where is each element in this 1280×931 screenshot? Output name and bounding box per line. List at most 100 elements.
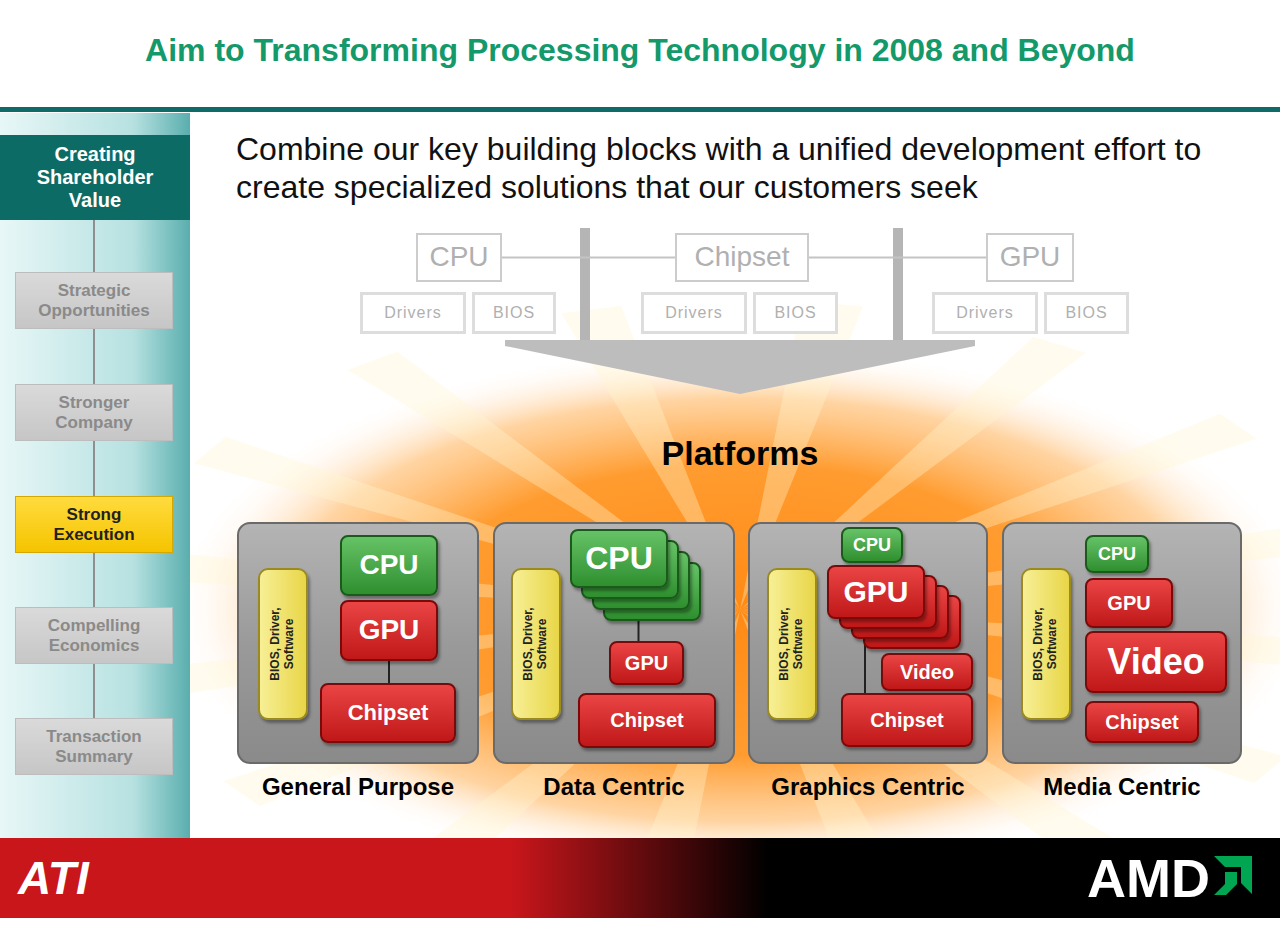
block-label: Stronger Company [24, 393, 164, 432]
chip-block: GPU [827, 565, 925, 619]
block-label: GPU [1000, 241, 1061, 273]
block-label: Strategic Opportunities [24, 281, 164, 320]
block-label: GPU [625, 652, 668, 675]
panel-frame [749, 523, 987, 763]
block-label: Chipset [870, 709, 943, 732]
block-label: BIOS [1065, 304, 1107, 322]
sidebar [0, 113, 190, 838]
connector-line [93, 220, 95, 272]
block-label: Video [1107, 641, 1204, 682]
block-label: BIOS, Driver, Software [1032, 590, 1060, 698]
nav-item: Transaction Summary [15, 718, 173, 775]
platform-panel: Data Centric BIOS, Driver, Software CPU GPU… [494, 523, 734, 808]
connector-line [809, 257, 986, 259]
building-block: GPU [986, 233, 1074, 282]
connector-line [502, 257, 675, 259]
building-block: CPU [416, 233, 502, 282]
block-label: CPU [853, 535, 891, 556]
software-block: Drivers [932, 292, 1038, 334]
amd-logo: AMD [1040, 850, 1210, 906]
footer-band [0, 838, 1280, 918]
block-label: CPU [429, 241, 488, 273]
block-label: GPU [843, 575, 908, 610]
chip-block: Chipset [320, 683, 456, 743]
block-label: BIOS, Driver, Software [269, 590, 297, 698]
cpu-chip: CPU [841, 527, 903, 563]
chip-block: Video [881, 653, 973, 691]
block-label: Transaction Summary [24, 727, 164, 766]
block-label: Chipset [1105, 711, 1178, 734]
cpu-chip: CPU [570, 529, 668, 588]
software-block: Drivers [360, 292, 466, 334]
nav-item-active: Strong Execution [15, 496, 173, 553]
software-pill: BIOS, Driver, Software [258, 568, 308, 720]
block-label: Compelling Economics [24, 616, 164, 655]
chip-block: GPU [340, 600, 438, 661]
block-label: CPU [359, 549, 418, 581]
block-label: BIOS [493, 304, 535, 322]
panel-frame [1003, 523, 1241, 763]
block-label: CPU [1098, 544, 1136, 565]
block-label: Strong Execution [24, 505, 164, 544]
block-label: Drivers [956, 304, 1014, 322]
block-label: BIOS, Driver, Software [778, 590, 806, 698]
software-block: Drivers [641, 292, 747, 334]
software-pill: BIOS, Driver, Software [767, 568, 817, 720]
software-block: BIOS [753, 292, 838, 334]
funnel-arrow [505, 340, 975, 394]
software-pill: BIOS, Driver, Software [511, 568, 561, 720]
amd-arrow [1214, 856, 1252, 894]
merge-bar [580, 228, 590, 344]
section-heading: Platforms [540, 433, 940, 473]
platform-panel: General Purpose BIOS, Driver, Software CPU… [238, 523, 478, 808]
block-label: Creating Shareholder Value [8, 143, 182, 212]
panel-frame [494, 523, 734, 763]
chip-block: Chipset [841, 693, 973, 747]
chip-block: GPU [1085, 578, 1173, 628]
software-pill: BIOS, Driver, Software [1021, 568, 1071, 720]
amd-arrow [1214, 872, 1237, 895]
building-block: Chipset [675, 233, 809, 282]
block-label: Drivers [665, 304, 723, 322]
block-label: Drivers [384, 304, 442, 322]
subtitle: Combine our key building blocks with a u… [236, 130, 1236, 206]
block-label: BIOS, Driver, Software [522, 590, 550, 698]
title-rule [0, 107, 1280, 112]
slide-title: Aim to Transforming Processing Technolog… [0, 32, 1280, 69]
platform-panel: Media Centric BIOS, Driver, Software CPU GP… [1003, 523, 1241, 808]
connector-line [93, 329, 95, 384]
block-label: GPU [1107, 592, 1150, 615]
block-label: Chipset [348, 700, 429, 725]
nav-item: Compelling Economics [15, 607, 173, 664]
software-block: BIOS [472, 292, 556, 334]
cpu-chip: CPU [340, 535, 438, 596]
platform-heading: Graphics Centric [749, 773, 987, 801]
connector-line [93, 664, 95, 718]
chip-block: GPU [609, 641, 684, 685]
platform-heading: Media Centric [1003, 773, 1241, 801]
connector-line [93, 553, 95, 607]
chip-block: Video [1085, 631, 1227, 693]
nav-current-section: Creating Shareholder Value [0, 135, 190, 220]
connector-line [93, 441, 95, 496]
ati-logo: ATI [18, 852, 158, 904]
orange-glow [170, 345, 1280, 875]
block-label: BIOS [774, 304, 816, 322]
cpu-chip: CPU [1085, 535, 1149, 573]
chip-block: Chipset [578, 693, 716, 748]
panel-frame [238, 523, 478, 763]
merge-bar [893, 228, 903, 344]
chip-block: Chipset [1085, 701, 1199, 743]
nav-item: Strategic Opportunities [15, 272, 173, 329]
software-block: BIOS [1044, 292, 1129, 334]
connector-line [388, 661, 390, 683]
block-label: Chipset [610, 709, 683, 732]
block-label: CPU [585, 540, 653, 577]
platform-heading: Data Centric [494, 773, 734, 801]
block-label: Chipset [695, 241, 790, 273]
nav-item: Stronger Company [15, 384, 173, 441]
platform-heading: General Purpose [238, 773, 478, 801]
platform-panel: Graphics Centric BIOS, Driver, Software CP… [749, 523, 987, 808]
block-label: GPU [359, 614, 420, 646]
